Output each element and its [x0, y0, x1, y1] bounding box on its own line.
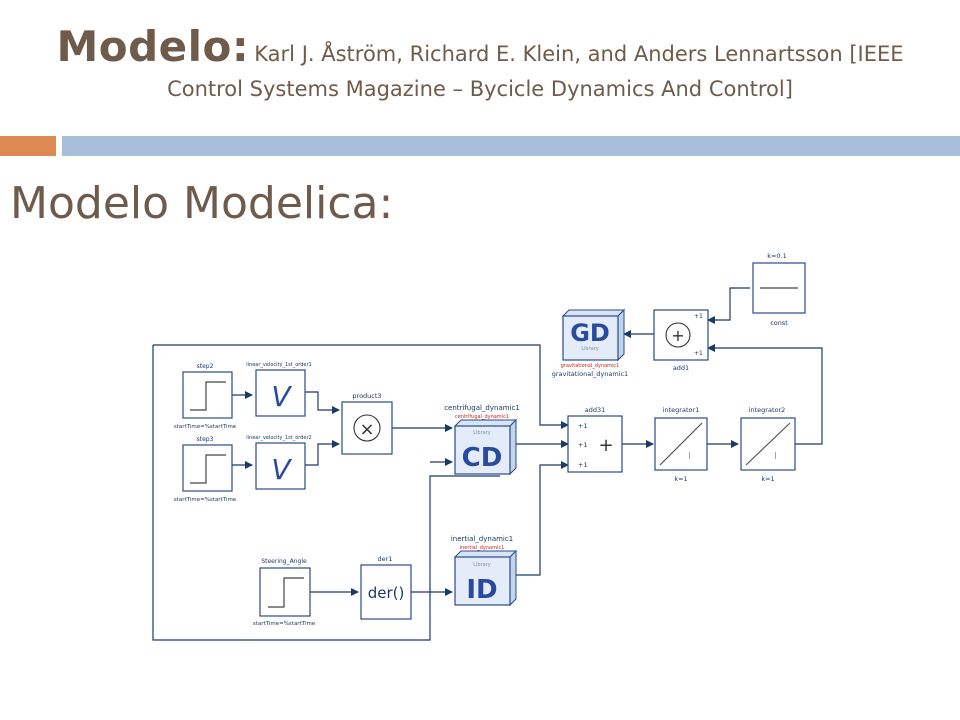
lv2-glyph: V: [271, 453, 292, 486]
slide-heading: Modelo Modelica:: [10, 178, 394, 229]
cd-lib-label: Library: [473, 430, 491, 436]
der1-glyph: der(): [368, 584, 405, 602]
product3-name: product3: [352, 392, 381, 400]
gd-red-label: gravitational_dynamic1: [561, 363, 620, 369]
steering-angle-block[interactable]: Steering_Angle startTime=%startTime: [253, 558, 316, 627]
slide-title: Modelo: Karl J. Åström, Richard E. Klein…: [0, 22, 960, 101]
steering-param: startTime=%startTime: [253, 621, 316, 627]
linear-velocity-block-2[interactable]: linear_velocity_1st_order2 V: [246, 435, 312, 490]
step2-name: step2: [197, 363, 214, 370]
id-glyph: ID: [466, 575, 497, 605]
int1-glyph: I: [688, 451, 691, 462]
int1-name: integrator1: [663, 406, 700, 414]
add1-name: add1: [673, 364, 689, 372]
linear-velocity-block-1[interactable]: linear_velocity_1st_order1 V: [246, 362, 312, 417]
gd-name: gravitational_dynamic1: [552, 370, 628, 378]
integrator2-block[interactable]: integrator2 I k=1: [740, 406, 796, 483]
const-name: const: [770, 319, 788, 327]
title-main: Modelo: [56, 22, 232, 71]
product3-glyph: ×: [359, 419, 374, 440]
int1-param: k=1: [674, 475, 687, 483]
lv1-name: linear_velocity_1st_order1: [246, 362, 311, 368]
connections: [152, 287, 823, 641]
step3-block[interactable]: step3 startTime=%startTime: [174, 436, 237, 503]
steering-name: Steering_Angle: [261, 558, 307, 565]
add1-in2: +1: [694, 350, 703, 357]
centrifugal-dynamic-block[interactable]: centrifugal_dynamic1 centrifugal_dynamic…: [444, 404, 520, 476]
title-colon: :: [231, 22, 250, 71]
const-block[interactable]: k=0.1 const: [752, 252, 806, 327]
integrator1-block[interactable]: integrator1 I k=1: [654, 406, 708, 483]
id-name: inertial_dynamic1: [451, 535, 513, 543]
step2-param: startTime=%startTime: [174, 424, 237, 430]
product3-block[interactable]: product3 ×: [341, 392, 393, 455]
add31-glyph: +: [598, 435, 613, 456]
cd-red-label: centrifugal_dynamic1: [455, 414, 509, 420]
add31-name: add31: [585, 406, 606, 414]
lv1-glyph: V: [271, 380, 292, 413]
add1-in1: +1: [694, 313, 703, 320]
der1-name: der1: [378, 555, 393, 563]
id-red-label: inertial_dynamic1: [460, 545, 505, 551]
der1-block[interactable]: der1 der(): [360, 555, 412, 620]
int2-glyph: I: [774, 451, 777, 462]
add31-block[interactable]: add31 +1 +1 +1 +: [567, 406, 623, 473]
accent-bar-blue: [62, 136, 960, 156]
inertial-dynamic-block[interactable]: inertial_dynamic1 inertial_dynamic1 Libr…: [451, 535, 518, 607]
const-param: k=0.1: [767, 252, 787, 260]
accent-bar-orange: [0, 136, 56, 156]
add31-in3: +1: [578, 461, 588, 469]
step3-param: startTime=%startTime: [174, 497, 237, 503]
lv2-name: linear_velocity_1st_order2: [246, 435, 311, 441]
title-reference-line1: Karl J. Åström, Richard E. Klein, and An…: [254, 42, 904, 66]
cd-name: centrifugal_dynamic1: [444, 404, 520, 412]
title-reference-line2: Control Systems Magazine – Bycicle Dynam…: [167, 77, 793, 101]
gravitational-dynamic-block[interactable]: GD Library gravitational_dynamic1 gravit…: [552, 308, 628, 378]
gd-lib-label: Library: [581, 346, 599, 352]
int2-name: integrator2: [749, 406, 786, 414]
step3-name: step3: [197, 436, 214, 443]
add31-in2: +1: [578, 441, 588, 449]
int2-param: k=1: [761, 475, 774, 483]
gd-glyph: GD: [570, 319, 610, 347]
id-lib-label: Library: [473, 562, 491, 568]
add1-glyph: +: [671, 326, 684, 345]
cd-glyph: CD: [462, 443, 503, 473]
add31-in1: +1: [578, 422, 588, 430]
step2-block[interactable]: step2 startTime=%startTime: [174, 363, 237, 430]
add1-block[interactable]: + +1 +1 add1: [653, 309, 709, 372]
